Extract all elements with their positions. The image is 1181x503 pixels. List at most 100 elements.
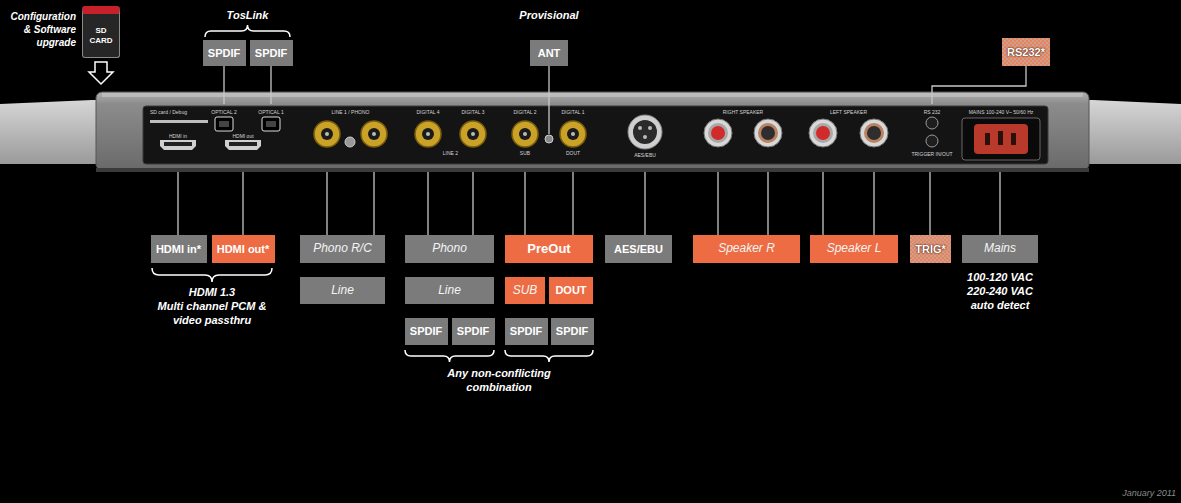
connector-box: Mains xyxy=(962,235,1038,263)
antenna-post xyxy=(545,135,553,143)
rca-socket xyxy=(560,121,586,147)
connector-box: Line xyxy=(300,277,385,304)
leader-line xyxy=(427,172,428,235)
leader-line xyxy=(572,172,573,235)
chassis-foot xyxy=(0,100,100,164)
binding-post-ring xyxy=(864,123,884,143)
hdmi-socket-inner xyxy=(229,142,257,146)
optical-socket-inner xyxy=(266,121,276,127)
chassis-foot xyxy=(1085,100,1181,164)
mains-pin xyxy=(985,133,990,145)
chassis-edge xyxy=(96,168,1089,172)
rca-socket xyxy=(361,121,387,147)
hdmi-socket xyxy=(225,140,261,150)
leader-line xyxy=(548,66,549,134)
optional-connector-box: TRIG* xyxy=(910,235,951,263)
panel-marking: LINE 1 / PHONO xyxy=(321,109,381,115)
leader-line xyxy=(270,66,271,104)
box-label: SPDIF xyxy=(208,47,240,60)
panel-marking: DIGITAL 1 xyxy=(553,109,593,115)
binding-post-ring xyxy=(813,123,833,143)
mains-socket-inner xyxy=(974,124,1028,154)
box-label: TRIG* xyxy=(915,243,946,256)
hdmi-socket-inner xyxy=(164,142,192,146)
connector-box: Phono R/C xyxy=(300,235,385,263)
bracket xyxy=(152,268,272,282)
rs232-jack xyxy=(926,117,938,129)
box-label: Speaker R xyxy=(718,242,775,256)
panel-marking: OPTICAL 2 xyxy=(204,109,244,115)
leader-line xyxy=(177,172,178,235)
connector-box: SPDIF xyxy=(203,40,246,66)
optical-socket xyxy=(262,117,280,131)
ground-post xyxy=(345,137,355,147)
mains-socket xyxy=(962,118,1040,160)
caption: Any non-conflicting combination xyxy=(434,366,564,394)
rca-socket-inner xyxy=(422,128,434,140)
output-box: DOUT xyxy=(549,277,593,304)
optical-socket-inner xyxy=(219,121,229,127)
connector-box: SPDIF xyxy=(250,40,293,66)
xlr-socket-inner xyxy=(633,120,657,144)
box-label: Line xyxy=(438,284,461,298)
box-label: SUB xyxy=(513,284,538,298)
binding-post xyxy=(809,119,837,147)
box-label: RS232* xyxy=(1007,46,1045,59)
rca-pin xyxy=(471,132,475,136)
rca-pin xyxy=(523,132,527,136)
output-box: PreOut xyxy=(505,235,593,263)
panel-marking: TRIGGER IN/OUT xyxy=(907,151,957,157)
panel-marking: HDMI in xyxy=(158,133,198,139)
leader-line xyxy=(242,172,243,235)
box-label: AES/EBU xyxy=(614,243,663,256)
rca-socket-inner xyxy=(467,128,479,140)
bracket xyxy=(205,25,290,37)
sd-card-icon: SD CARD xyxy=(82,6,120,58)
box-label: HDMI out* xyxy=(217,243,270,256)
box-label: Line xyxy=(331,284,354,298)
xlr-pin xyxy=(648,126,652,130)
output-box: SUB xyxy=(505,277,545,304)
connector-box: HDMI in* xyxy=(151,235,207,263)
xlr-socket xyxy=(628,115,662,149)
binding-post xyxy=(860,119,888,147)
binding-post-ring xyxy=(708,123,728,143)
leader-line xyxy=(223,66,224,104)
rca-socket-inner xyxy=(567,128,579,140)
box-label: SD CARD xyxy=(88,26,114,44)
rca-socket xyxy=(512,121,538,147)
leader-line xyxy=(873,172,874,235)
group-label: TosLink xyxy=(208,8,288,22)
leader-line xyxy=(326,172,327,235)
leader-line xyxy=(472,172,473,235)
binding-post xyxy=(704,119,732,147)
hdmi-socket xyxy=(160,140,196,150)
rca-socket xyxy=(415,121,441,147)
panel-marking: OPTICAL 1 xyxy=(251,109,291,115)
panel-marking: MAINS 100-240 V~ 50/60 Hz xyxy=(959,109,1043,115)
rca-pin xyxy=(325,132,329,136)
box-label: Speaker L xyxy=(827,242,882,256)
leader-line xyxy=(717,172,718,235)
caption: auto detect xyxy=(950,298,1050,312)
binding-post-cap xyxy=(761,126,775,140)
output-box: HDMI out* xyxy=(212,235,275,263)
leader-line xyxy=(373,172,374,235)
rca-socket-inner xyxy=(519,128,531,140)
leader-line xyxy=(929,172,930,235)
box-label: DOUT xyxy=(555,284,586,297)
panel-marking: LEFT SPEAKER xyxy=(819,109,879,115)
box-label: SPDIF xyxy=(556,325,588,338)
box-label: SPDIF xyxy=(510,325,542,338)
connector-box: SPDIF xyxy=(452,318,495,345)
date-stamp: January 2011 xyxy=(1080,488,1176,499)
binding-post xyxy=(754,119,782,147)
box-label: SPDIF xyxy=(255,47,287,60)
caption: HDMI 1.3 xyxy=(156,285,268,299)
panel-marking: SUB xyxy=(510,150,540,156)
rca-socket xyxy=(314,121,340,147)
binding-post-cap xyxy=(816,126,830,140)
caption: Multi channel PCM & video passthru xyxy=(156,299,268,327)
chassis-highlight xyxy=(102,93,1083,97)
binding-post-cap xyxy=(867,126,881,140)
